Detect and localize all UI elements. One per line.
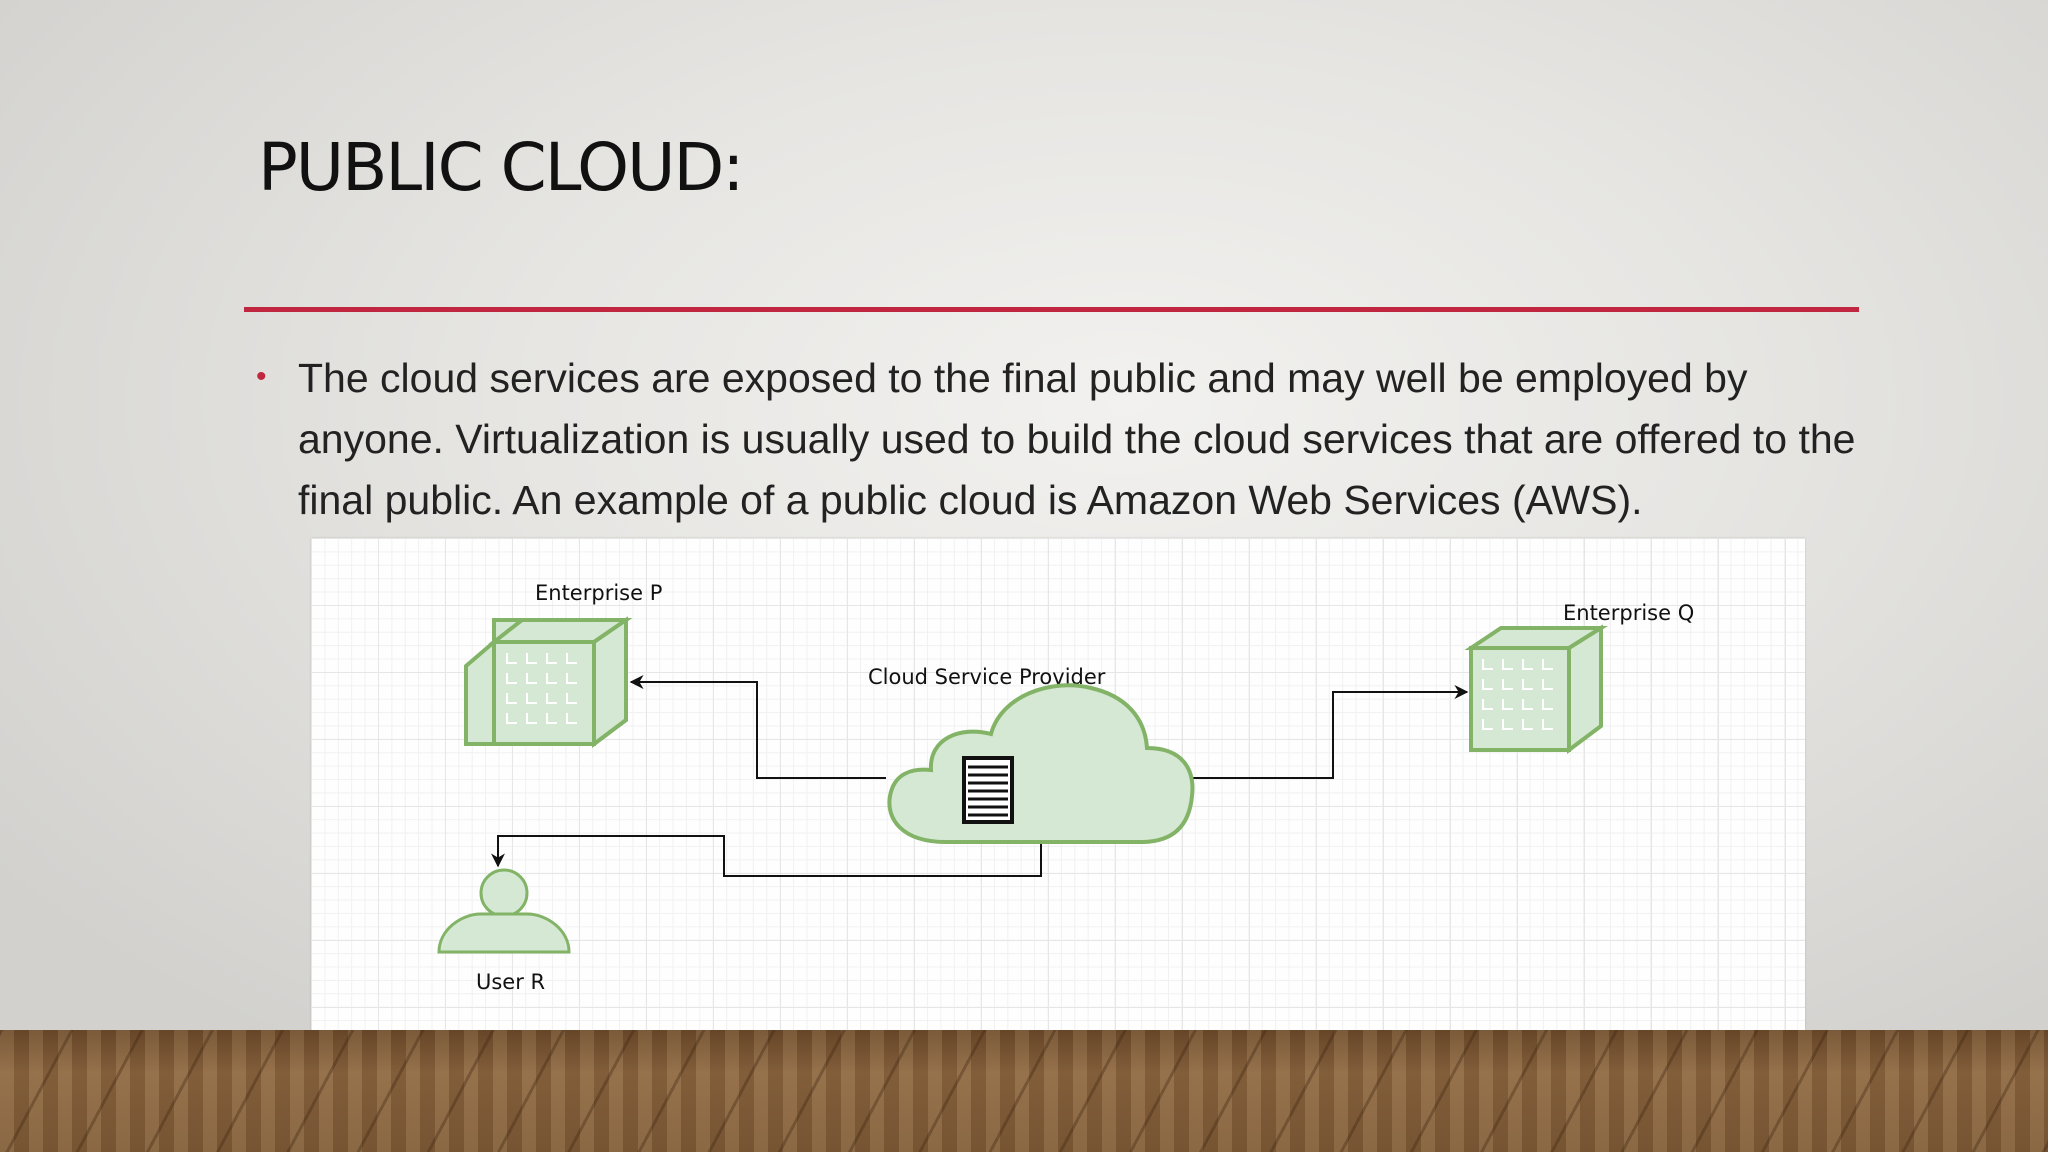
server-rack-icon <box>962 756 1014 824</box>
connector-to-user-r <box>491 835 1042 877</box>
public-cloud-diagram: Enterprise P Enterprise Q Cloud Service … <box>311 538 1805 1032</box>
cloud-icon <box>887 683 1195 844</box>
enterprise-p-label: Enterprise P <box>535 581 662 605</box>
user-r-icon <box>437 868 571 954</box>
slide-title: PUBLIC CLOUD: <box>258 129 745 206</box>
bullet-icon: • <box>256 360 267 393</box>
enterprise-q-building-icon <box>1464 624 1608 754</box>
title-divider <box>244 307 1859 312</box>
connector-to-enterprise-p <box>629 675 886 779</box>
wood-floor-decoration <box>0 1030 2048 1152</box>
user-r-label: User R <box>476 970 545 994</box>
bullet-text: The cloud services are exposed to the fi… <box>298 355 1856 523</box>
bullet-item: • The cloud services are exposed to the … <box>256 348 1856 531</box>
enterprise-p-building-icon <box>464 616 633 748</box>
connector-to-enterprise-q <box>1173 685 1469 779</box>
enterprise-q-label: Enterprise Q <box>1563 601 1694 625</box>
